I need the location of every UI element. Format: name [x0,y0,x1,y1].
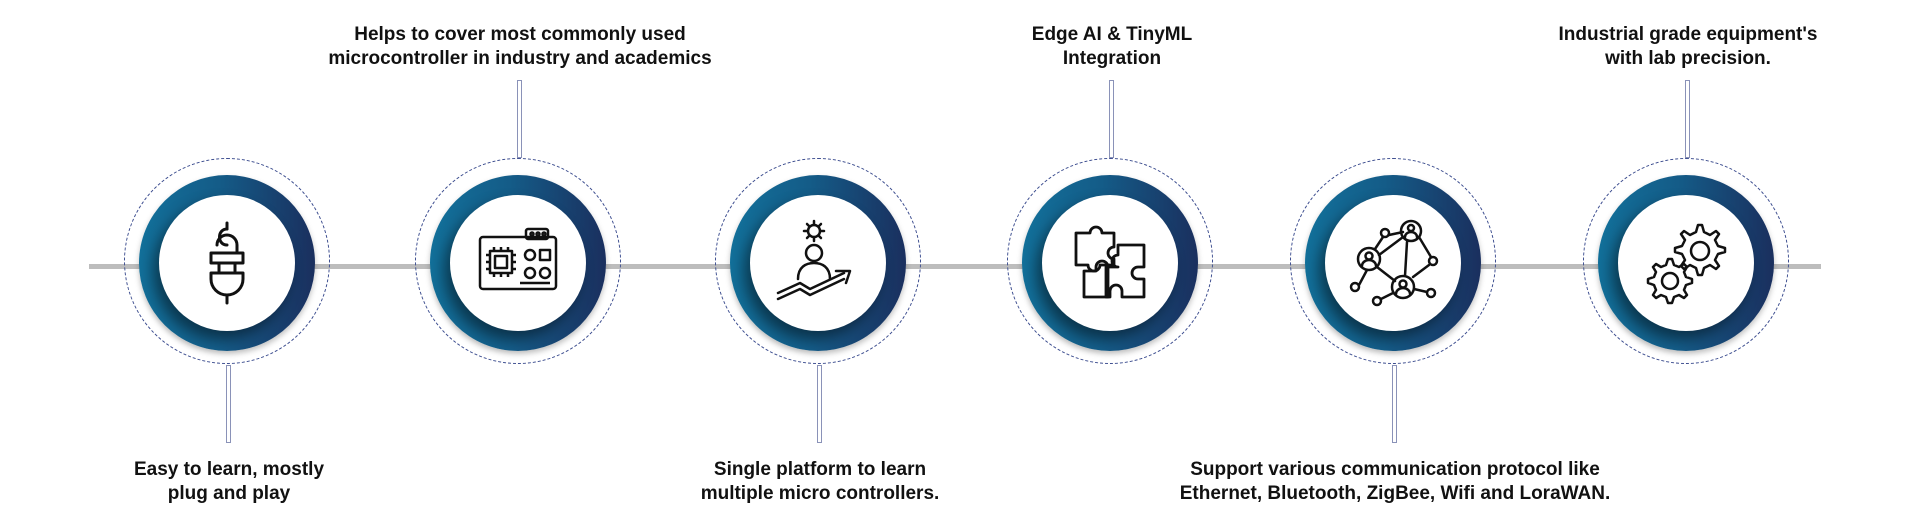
inner-disc [1618,195,1754,331]
label-step-0: Easy to learn, mostly plug and play [0,458,459,506]
label-line: Ethernet, Bluetooth, ZigBee, Wifi and Lo… [1179,483,1611,504]
dashed-ring [715,158,921,364]
label-step-4: Support various communication protocol l… [1165,458,1625,506]
connector-step-1 [517,80,522,158]
label-line: microcontroller in industry and academic… [328,48,712,69]
label-line: with lab precision. [1605,48,1771,69]
connector-step-0 [226,365,231,443]
step-microcontroller-coverage [415,158,625,368]
step-easy-to-learn [124,158,334,368]
step-single-platform [715,158,925,368]
label-step-5: Industrial grade equipment's with lab pr… [1458,23,1918,71]
label-line: Industrial grade equipment's [1558,24,1818,45]
label-step-3: Edge AI & TinyML Integration [882,23,1342,71]
inner-disc [450,195,586,331]
connector-step-2 [817,365,822,443]
dashed-ring [1290,158,1496,364]
label-line: Support various communication protocol l… [1190,459,1600,480]
dashed-ring [124,158,330,364]
person-growth-icon [770,215,866,311]
dashed-ring [1583,158,1789,364]
inner-disc [1325,195,1461,331]
label-step-2: Single platform to learn multiple micro … [590,458,1050,506]
plug-icon [179,215,275,311]
label-line: Edge AI & TinyML [1031,24,1193,45]
circuit-board-icon [470,215,566,311]
inner-disc [1042,195,1178,331]
connector-step-3 [1109,80,1114,158]
label-line: Easy to learn, mostly [133,459,325,480]
step-communication-protocols [1290,158,1500,368]
timeline-line [89,264,1821,269]
connector-step-4 [1392,365,1397,443]
label-line: multiple micro controllers. [700,483,940,504]
label-line: plug and play [167,483,291,504]
dashed-ring [1007,158,1213,364]
connector-step-5 [1685,80,1690,158]
gears-icon [1638,215,1734,311]
step-industrial-grade [1583,158,1793,368]
puzzle-icon [1062,215,1158,311]
label-line: Helps to cover most commonly used [354,24,686,45]
dashed-ring [415,158,621,364]
label-line: Single platform to learn [713,459,927,480]
label-step-1: Helps to cover most commonly used microc… [290,23,750,71]
step-edge-ai [1007,158,1217,368]
label-line: Integration [1062,48,1162,69]
network-icon [1345,215,1441,311]
